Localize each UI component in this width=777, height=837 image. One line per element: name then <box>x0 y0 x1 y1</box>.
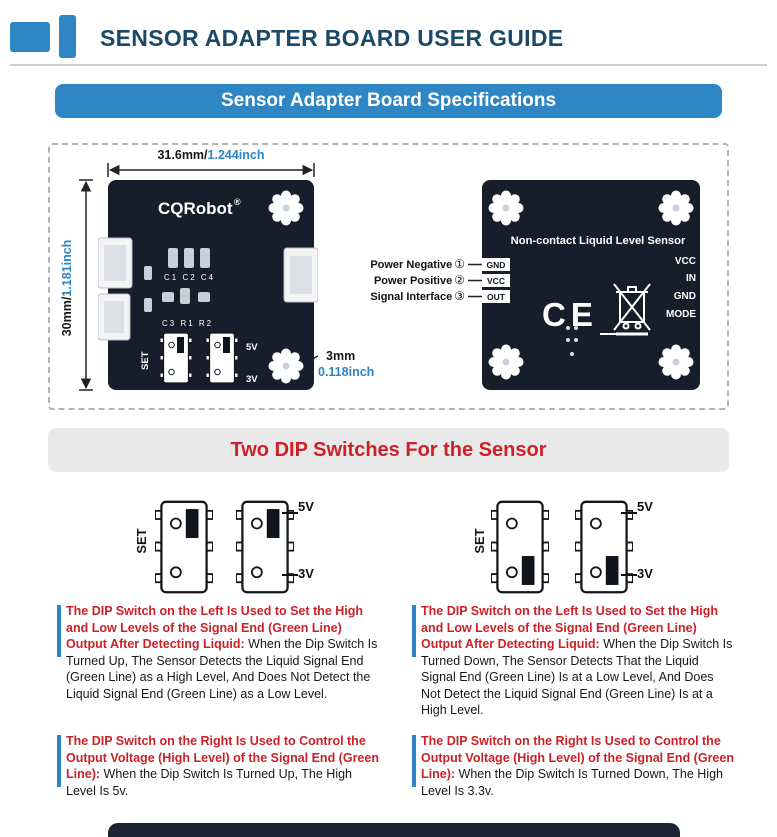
switch-slider-up <box>185 509 199 538</box>
hole-inch-label: 0.118inch <box>318 365 375 379</box>
note-right-switch-up: The DIP Switch on the Right Is Used to C… <box>57 733 379 799</box>
v3-silkscreen: 3V <box>246 374 258 385</box>
capacitors <box>168 248 210 268</box>
pad-gnd: GND <box>482 258 510 271</box>
switch-slider-down <box>605 556 619 585</box>
note-body: When the Dip Switch Is Turned Up, The Hi… <box>66 767 353 798</box>
note-title: The DIP Switch on the Left Is Used to Se… <box>421 604 719 651</box>
mounting-hole <box>488 190 524 226</box>
pin-vcc-label: VCC <box>675 256 696 267</box>
dimension-arrows <box>79 163 482 391</box>
dip-switch-illustration-voltage-up <box>236 500 294 594</box>
set-label-right-group: SET <box>472 528 487 554</box>
height-mm-label: 30mm/ <box>60 296 74 337</box>
board-height-dimension: 30mm/1.181inch <box>60 229 74 347</box>
hole-mm-label: 3mm <box>326 349 356 363</box>
annotation-label: Power Negative <box>370 259 453 271</box>
label-tick <box>282 512 298 514</box>
registered-mark: ® <box>234 197 241 207</box>
next-section-edge <box>108 823 680 837</box>
pad-vcc-label: VCC <box>487 276 505 286</box>
width-inch-label: 1.244inch <box>207 148 265 162</box>
label-tick <box>282 574 298 576</box>
pad-out-label: OUT <box>487 292 506 302</box>
pad-vcc: VCC <box>482 274 510 287</box>
board-width-dimension: 31.6mm/1.244inch <box>125 148 297 162</box>
v3-label-left-group: 3V <box>298 566 314 581</box>
circled-1-icon: ① <box>454 257 465 271</box>
board-dip-switch-right <box>205 332 239 384</box>
pin-mode-label: MODE <box>666 309 696 320</box>
note-body: When the Dip Switch Is Turned Up, The Se… <box>66 637 378 701</box>
board-dip-switch-left <box>159 332 193 384</box>
dip-switch-illustration-voltage-down <box>575 500 633 594</box>
pad-out: OUT <box>482 290 510 303</box>
back-board-diagram: Non-contact Liquid Level Sensor GND VCC … <box>482 180 700 390</box>
pin-gnd-label: GND <box>674 291 696 302</box>
weee-icon <box>613 283 651 336</box>
v5-label-left-group: 5V <box>298 499 314 514</box>
note-right-switch-down: The DIP Switch on the Right Is Used to C… <box>412 733 734 799</box>
note-body: When the Dip Switch Is Turned Down, The … <box>421 637 733 717</box>
note-title: The DIP Switch on the Left Is Used to Se… <box>66 604 364 651</box>
width-mm-label: 31.6mm/ <box>157 148 208 162</box>
note-left-switch-up: The DIP Switch on the Left Is Used to Se… <box>57 603 379 702</box>
pin-in-label: IN <box>686 273 696 284</box>
label-tick <box>621 512 637 514</box>
annotation-label: Signal Interface <box>370 291 453 303</box>
mounting-hole <box>658 190 694 226</box>
capacitor-labels: C1 C2 C4 <box>164 273 215 282</box>
solder-pads <box>566 326 578 356</box>
brand-bar-icon <box>59 15 76 58</box>
switch-slider-down <box>521 556 535 585</box>
mounting-hole <box>268 348 304 384</box>
pcb-back-board <box>482 180 700 390</box>
dip-switch-illustration-set-down <box>491 500 549 594</box>
dip-switches-banner: Two DIP Switches For the Sensor <box>48 428 729 472</box>
note-title: The DIP Switch on the Right Is Used to C… <box>421 734 734 781</box>
resistor-labels: C3 R1 R2 <box>162 319 213 328</box>
mounting-hole <box>488 344 524 380</box>
note-body: When the Dip Switch Is Turned Down, The … <box>421 767 723 798</box>
resistors <box>144 266 210 312</box>
circled-2-icon: ② <box>454 273 465 287</box>
v5-silkscreen: 5V <box>246 342 258 353</box>
mounting-hole <box>268 190 304 226</box>
page-title: SENSOR ADAPTER BOARD USER GUIDE <box>100 25 564 51</box>
note-title: The DIP Switch on the Right Is Used to C… <box>66 734 379 781</box>
annotation-label: Power Positive <box>373 275 453 287</box>
switch-slider <box>177 337 184 353</box>
pad-gnd-label: GND <box>487 260 506 270</box>
set-label-left-group: SET <box>134 528 149 554</box>
set-silkscreen: SET <box>140 351 151 370</box>
note-left-switch-down: The DIP Switch on the Left Is Used to Se… <box>412 603 734 719</box>
brand-square-icon <box>10 22 50 52</box>
v3-label-right-group: 3V <box>637 566 653 581</box>
height-inch-label: 1.181inch <box>60 239 74 297</box>
switch-slider-up <box>266 509 280 538</box>
specifications-banner: Sensor Adapter Board Specifications <box>55 84 722 118</box>
specifications-diagram: 31.6mm/1.244inch 30mm/1.181inch 3mm 0.11… <box>48 143 729 410</box>
header-divider <box>10 64 767 66</box>
dip-switch-illustration-set-up <box>155 500 213 594</box>
left-connector-bottom <box>98 293 131 341</box>
mounting-hole <box>658 344 694 380</box>
brand-silkscreen: CQRobot <box>158 199 233 218</box>
back-board-title: Non-contact Liquid Level Sensor <box>511 235 686 247</box>
circled-3-icon: ③ <box>454 289 465 303</box>
switch-slider <box>223 337 230 353</box>
label-tick <box>621 574 637 576</box>
left-connector-top <box>98 237 133 289</box>
v5-label-right-group: 5V <box>637 499 653 514</box>
front-board-diagram: CQRobot ® C1 C2 C4 <box>98 180 318 390</box>
right-connector <box>283 247 318 303</box>
